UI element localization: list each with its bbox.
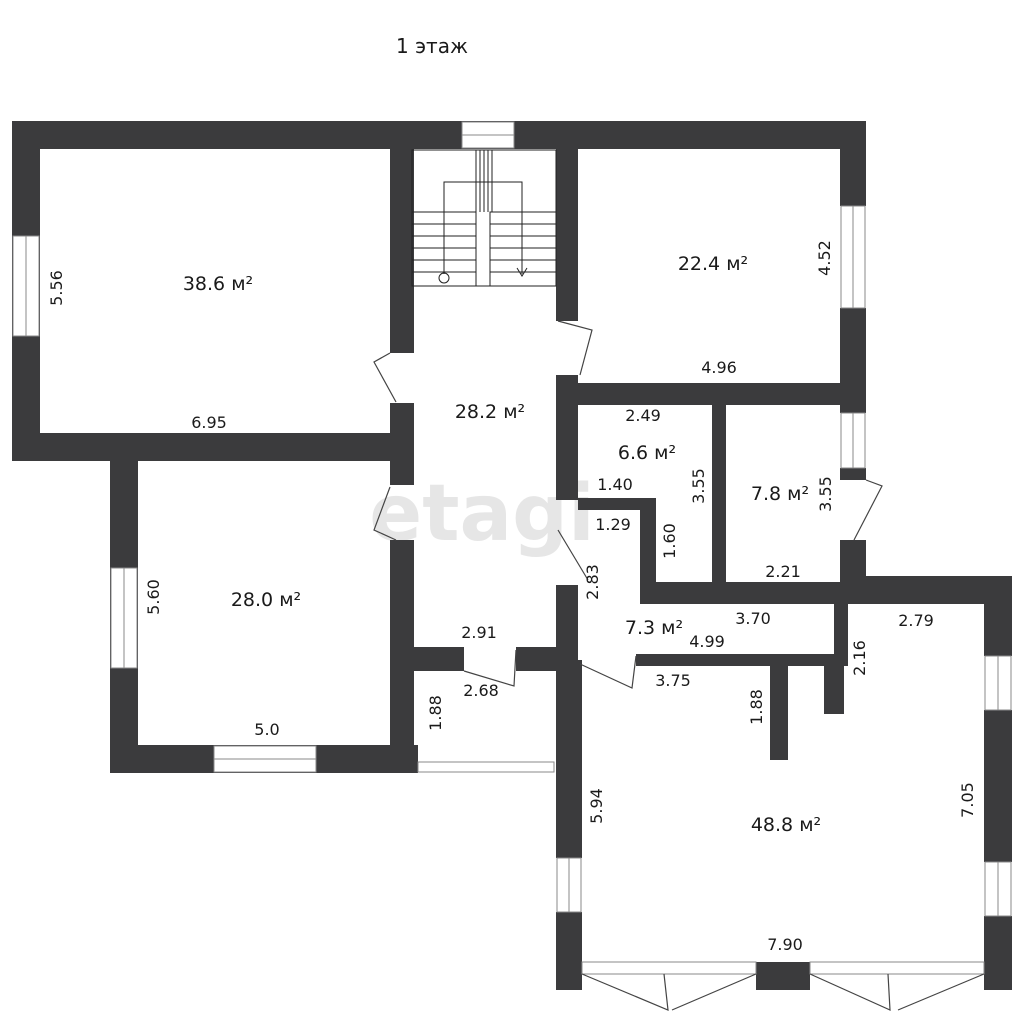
dimension-label: 4.96: [701, 358, 737, 377]
dimension-label: 1.40: [597, 475, 633, 494]
dimension-label: 5.94: [587, 788, 606, 824]
floor-title: 1 этаж: [396, 34, 468, 58]
dimension-label: 4.52: [815, 240, 834, 276]
room-area-label: 48.8 м²: [751, 814, 821, 836]
dimension-label: 1.88: [426, 695, 445, 731]
dimension-label: 2.91: [461, 623, 497, 642]
dimension-label: 2.16: [850, 640, 869, 676]
dimension-label: 5.56: [47, 270, 66, 306]
room-area-label: 38.6 м²: [183, 273, 253, 295]
dimension-label: 2.83: [583, 564, 602, 600]
dimension-label: 2.68: [463, 681, 499, 700]
dimension-labels: 5.56 6.95 4.52 4.96 2.49 3.55 1.40 1.29 …: [47, 240, 977, 954]
dimension-label: 7.90: [767, 935, 803, 954]
dimension-label: 5.60: [144, 579, 163, 615]
dimension-label: 1.29: [595, 515, 631, 534]
dimension-label: 3.55: [689, 468, 708, 504]
room-area-label: 6.6 м²: [618, 442, 676, 464]
dimension-label: 3.75: [655, 671, 691, 690]
room-area-label: 7.3 м²: [625, 617, 683, 639]
dimension-label: 7.05: [958, 782, 977, 818]
dimension-label: 4.99: [689, 632, 725, 651]
dimension-label: 2.21: [765, 562, 801, 581]
dimension-label: 1.60: [660, 523, 679, 559]
dimension-label: 3.70: [735, 609, 771, 628]
room-area-label: 22.4 м²: [678, 253, 748, 275]
room-areas: 38.6 м² 28.2 м² 22.4 м² 6.6 м² 7.8 м² 28…: [183, 253, 821, 836]
room-area-label: 28.2 м²: [455, 401, 525, 423]
dimension-label: 3.55: [816, 476, 835, 512]
room-area-label: 7.8 м²: [751, 483, 809, 505]
dimension-label: 5.0: [254, 720, 279, 739]
room-area-label: 28.0 м²: [231, 589, 301, 611]
dimension-label: 1.88: [747, 689, 766, 725]
staircase: [411, 149, 557, 287]
dimension-label: 2.79: [898, 611, 934, 630]
doors: [373, 320, 985, 1011]
windows: [12, 121, 1012, 975]
dimension-label: 2.49: [625, 406, 661, 425]
dimension-label: 6.95: [191, 413, 227, 432]
